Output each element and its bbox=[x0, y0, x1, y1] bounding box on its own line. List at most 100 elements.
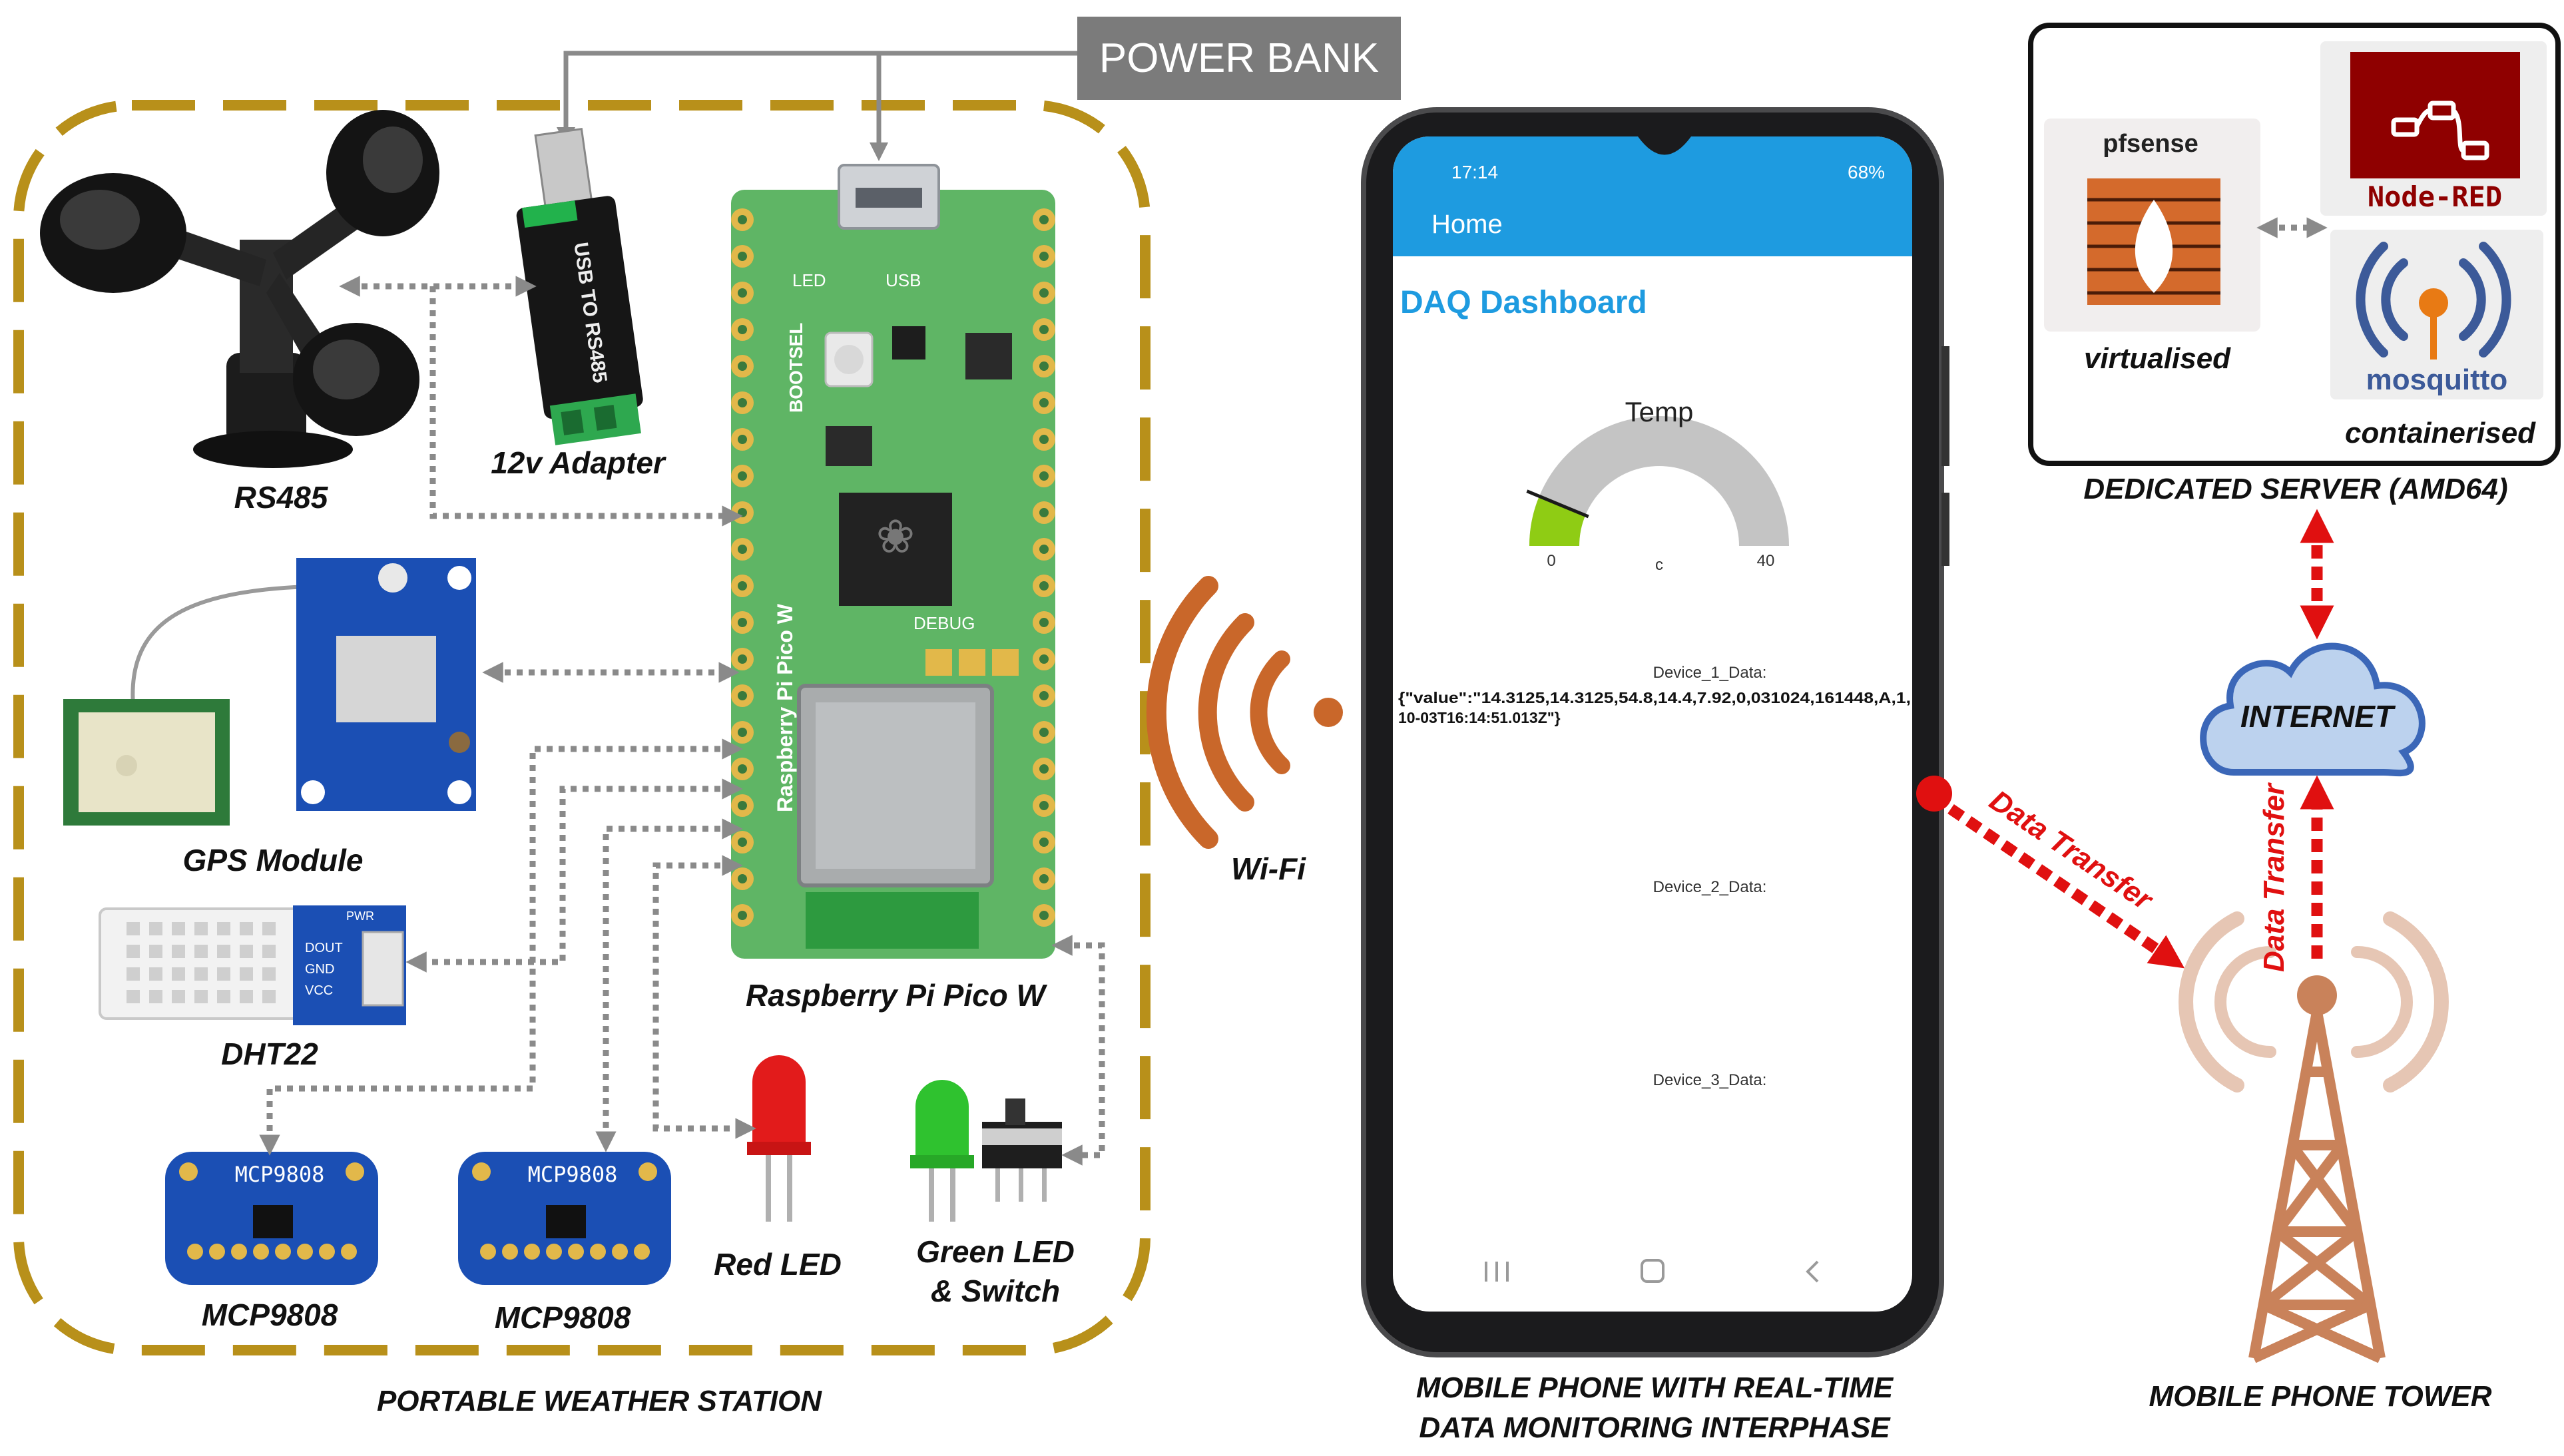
pico-pin-hole bbox=[738, 398, 747, 407]
svg-text:❀: ❀ bbox=[876, 509, 915, 564]
mcp9808-pad bbox=[253, 1244, 269, 1260]
pico-pin-hole bbox=[738, 362, 747, 371]
internet-cloud-icon bbox=[2200, 642, 2426, 777]
power-bank-label: POWER BANK bbox=[1099, 35, 1379, 81]
dht22-vent bbox=[217, 945, 230, 958]
phone-nav-home-icon[interactable] bbox=[1641, 1259, 1665, 1283]
tower-caption: MOBILE PHONE TOWER bbox=[2149, 1380, 2492, 1413]
pico-pin-hole bbox=[738, 252, 747, 261]
mcp9808-pad bbox=[634, 1244, 650, 1260]
pico-w-board: ❀ DEBUG USB LED BOOTSEL Raspberry Pi Pic… bbox=[731, 164, 1055, 959]
pico-pin-hole bbox=[738, 911, 747, 920]
dht22-vent bbox=[149, 967, 162, 981]
arrow-pico-red-led bbox=[652, 855, 756, 1139]
pico-pin-hole bbox=[1039, 508, 1049, 517]
green-led-label: Green LED bbox=[916, 1234, 1075, 1269]
dht22-vent bbox=[262, 945, 276, 958]
green-led bbox=[910, 1080, 974, 1222]
mcp9808-pad bbox=[209, 1244, 225, 1260]
gps-label: GPS Module bbox=[182, 843, 364, 877]
pico-pin-hole bbox=[1039, 618, 1049, 627]
data-transfer-arrow-phone-tower bbox=[1947, 804, 2185, 969]
device1-data-line2: 10-03T16:14:51.013Z"} bbox=[1398, 709, 1561, 726]
pico-pin-hole bbox=[1039, 252, 1049, 261]
mcp9808-pad bbox=[275, 1244, 291, 1260]
dht22-sensor: DOUT GND VCC PWR bbox=[99, 905, 406, 1025]
temp-gauge bbox=[1526, 416, 1789, 546]
mcp9808-pad bbox=[612, 1244, 628, 1260]
wifi-icon bbox=[1146, 576, 1343, 849]
pico-pin-hole bbox=[738, 691, 747, 700]
pico-label: Raspberry Pi Pico W bbox=[746, 978, 1045, 1013]
pico-bootsel-label: BOOTSEL bbox=[786, 323, 806, 413]
power-line-adapter bbox=[557, 51, 1077, 146]
station-label: PORTABLE WEATHER STATION bbox=[376, 1385, 822, 1417]
dht22-pin-vcc: VCC bbox=[305, 983, 333, 998]
dht22-vent bbox=[149, 945, 162, 958]
pico-pin-hole bbox=[738, 288, 747, 298]
pico-pin-hole bbox=[1039, 471, 1049, 481]
internet-label: INTERNET bbox=[2240, 699, 2396, 734]
pico-pin-hole bbox=[738, 654, 747, 664]
pico-pin-hole bbox=[738, 545, 747, 554]
weather-station-frame bbox=[13, 100, 1151, 1355]
mcp9808-mount-hole bbox=[346, 1162, 364, 1181]
dht22-vent bbox=[127, 945, 140, 958]
dht22-vent bbox=[262, 922, 276, 935]
mcp9808-pad bbox=[297, 1244, 313, 1260]
mcp9808-label-b: MCP9808 bbox=[494, 1300, 631, 1335]
pico-led-label: LED bbox=[792, 270, 826, 290]
pico-pin-hole bbox=[738, 838, 747, 847]
dht22-vent bbox=[194, 967, 208, 981]
pico-pin-hole bbox=[738, 581, 747, 591]
mcp9808-mount-hole bbox=[639, 1162, 657, 1181]
pico-pin-hole bbox=[1039, 215, 1049, 224]
nodered-tile bbox=[2320, 41, 2547, 216]
pico-pin-hole bbox=[738, 471, 747, 481]
dht22-vent bbox=[240, 990, 253, 1003]
arrow-pico-mcp-a bbox=[259, 738, 743, 1156]
connection-arrows bbox=[259, 276, 1105, 1166]
dht22-vent bbox=[127, 967, 140, 981]
pico-pin-hole bbox=[1039, 874, 1049, 883]
gps-module bbox=[63, 558, 476, 826]
dht22-vent bbox=[172, 922, 185, 935]
slide-switch bbox=[982, 1098, 1062, 1202]
pico-pin-hole bbox=[1039, 911, 1049, 920]
wifi-label: Wi-Fi bbox=[1231, 851, 1306, 886]
dht22-vent bbox=[127, 990, 140, 1003]
virtualised-label: virtualised bbox=[2084, 342, 2231, 375]
pico-usb-label: USB bbox=[886, 270, 921, 290]
dht22-vent bbox=[194, 990, 208, 1003]
mcp9808-mount-hole bbox=[472, 1162, 491, 1181]
pico-pin-hole bbox=[1039, 545, 1049, 554]
arrow-pico-dht22 bbox=[405, 778, 743, 973]
dht22-vent bbox=[172, 990, 185, 1003]
pico-debug-label: DEBUG bbox=[913, 613, 975, 633]
pico-pin-hole bbox=[1039, 288, 1049, 298]
app-header-title: Home bbox=[1431, 210, 1503, 239]
adapter-label: 12v Adapter bbox=[491, 445, 665, 480]
pico-pin-hole bbox=[1039, 764, 1049, 774]
dht22-vent bbox=[194, 945, 208, 958]
gauge-label: Temp bbox=[1625, 396, 1694, 427]
dht22-vent bbox=[217, 922, 230, 935]
pico-pin-hole bbox=[1039, 691, 1049, 700]
gauge-needle bbox=[1526, 489, 1589, 519]
gauge-track bbox=[1529, 416, 1789, 546]
dht22-vent bbox=[172, 945, 185, 958]
gauge-unit: c bbox=[1655, 556, 1663, 574]
phone-nav-back-icon[interactable] bbox=[1806, 1260, 1819, 1283]
red-led-label: Red LED bbox=[714, 1247, 842, 1282]
pico-pin-hole bbox=[1039, 654, 1049, 664]
phone-nav-recents-icon[interactable] bbox=[1485, 1262, 1509, 1282]
dht22-vent bbox=[127, 922, 140, 935]
pico-pin-hole bbox=[1039, 362, 1049, 371]
gauge-max: 40 bbox=[1757, 552, 1775, 570]
red-led bbox=[747, 1055, 811, 1222]
dht22-vent bbox=[262, 967, 276, 981]
dht22-vent bbox=[217, 990, 230, 1003]
pico-pin-hole bbox=[738, 618, 747, 627]
